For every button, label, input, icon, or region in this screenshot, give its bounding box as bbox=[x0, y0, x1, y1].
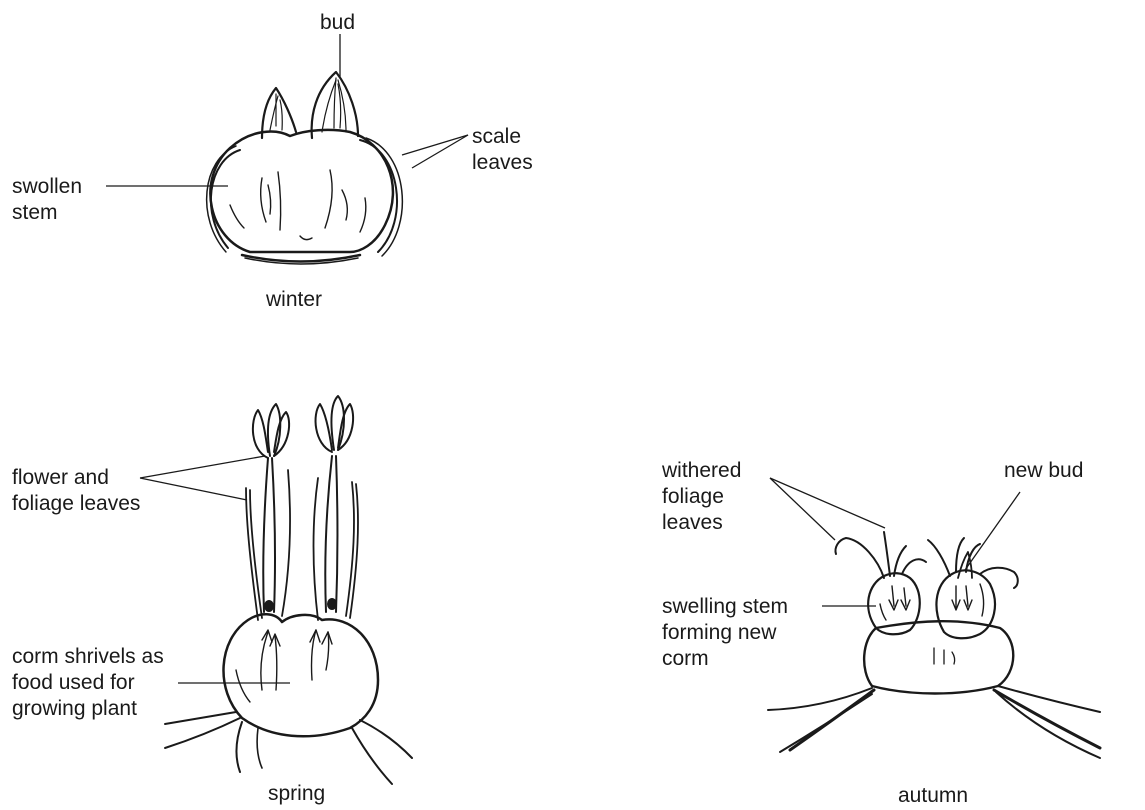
winter-corm-drawing bbox=[207, 72, 403, 264]
label-corm-shrivels-line1: corm shrivels as bbox=[12, 644, 164, 670]
caption-spring: spring bbox=[268, 782, 325, 806]
autumn-leader-lines bbox=[770, 478, 1020, 606]
autumn-corm-drawing bbox=[768, 532, 1100, 758]
label-new-bud: new bud bbox=[1004, 458, 1083, 484]
label-swelling-stem-line2: forming new bbox=[662, 620, 776, 646]
label-withered-leaves-line2: foliage bbox=[662, 484, 724, 510]
label-corm-shrivels-line2: food used for bbox=[12, 670, 135, 696]
label-scale-leaves-line2: leaves bbox=[472, 150, 533, 176]
label-withered-leaves-line1: withered bbox=[662, 458, 741, 484]
label-swollen-stem-line1: swollen bbox=[12, 174, 82, 200]
label-flower-foliage-line2: foliage leaves bbox=[12, 491, 140, 517]
label-corm-shrivels-line3: growing plant bbox=[12, 696, 137, 722]
label-bud: bud bbox=[320, 10, 355, 36]
label-withered-leaves-line3: leaves bbox=[662, 510, 723, 536]
label-scale-leaves-line1: scale bbox=[472, 124, 521, 150]
caption-winter: winter bbox=[266, 288, 322, 312]
label-swelling-stem-line1: swelling stem bbox=[662, 594, 788, 620]
label-swollen-stem-line2: stem bbox=[12, 200, 58, 226]
spring-plant-drawing bbox=[165, 396, 412, 784]
caption-autumn: autumn bbox=[898, 784, 968, 808]
label-swelling-stem-line3: corm bbox=[662, 646, 709, 672]
label-flower-foliage-line1: flower and bbox=[12, 465, 109, 491]
